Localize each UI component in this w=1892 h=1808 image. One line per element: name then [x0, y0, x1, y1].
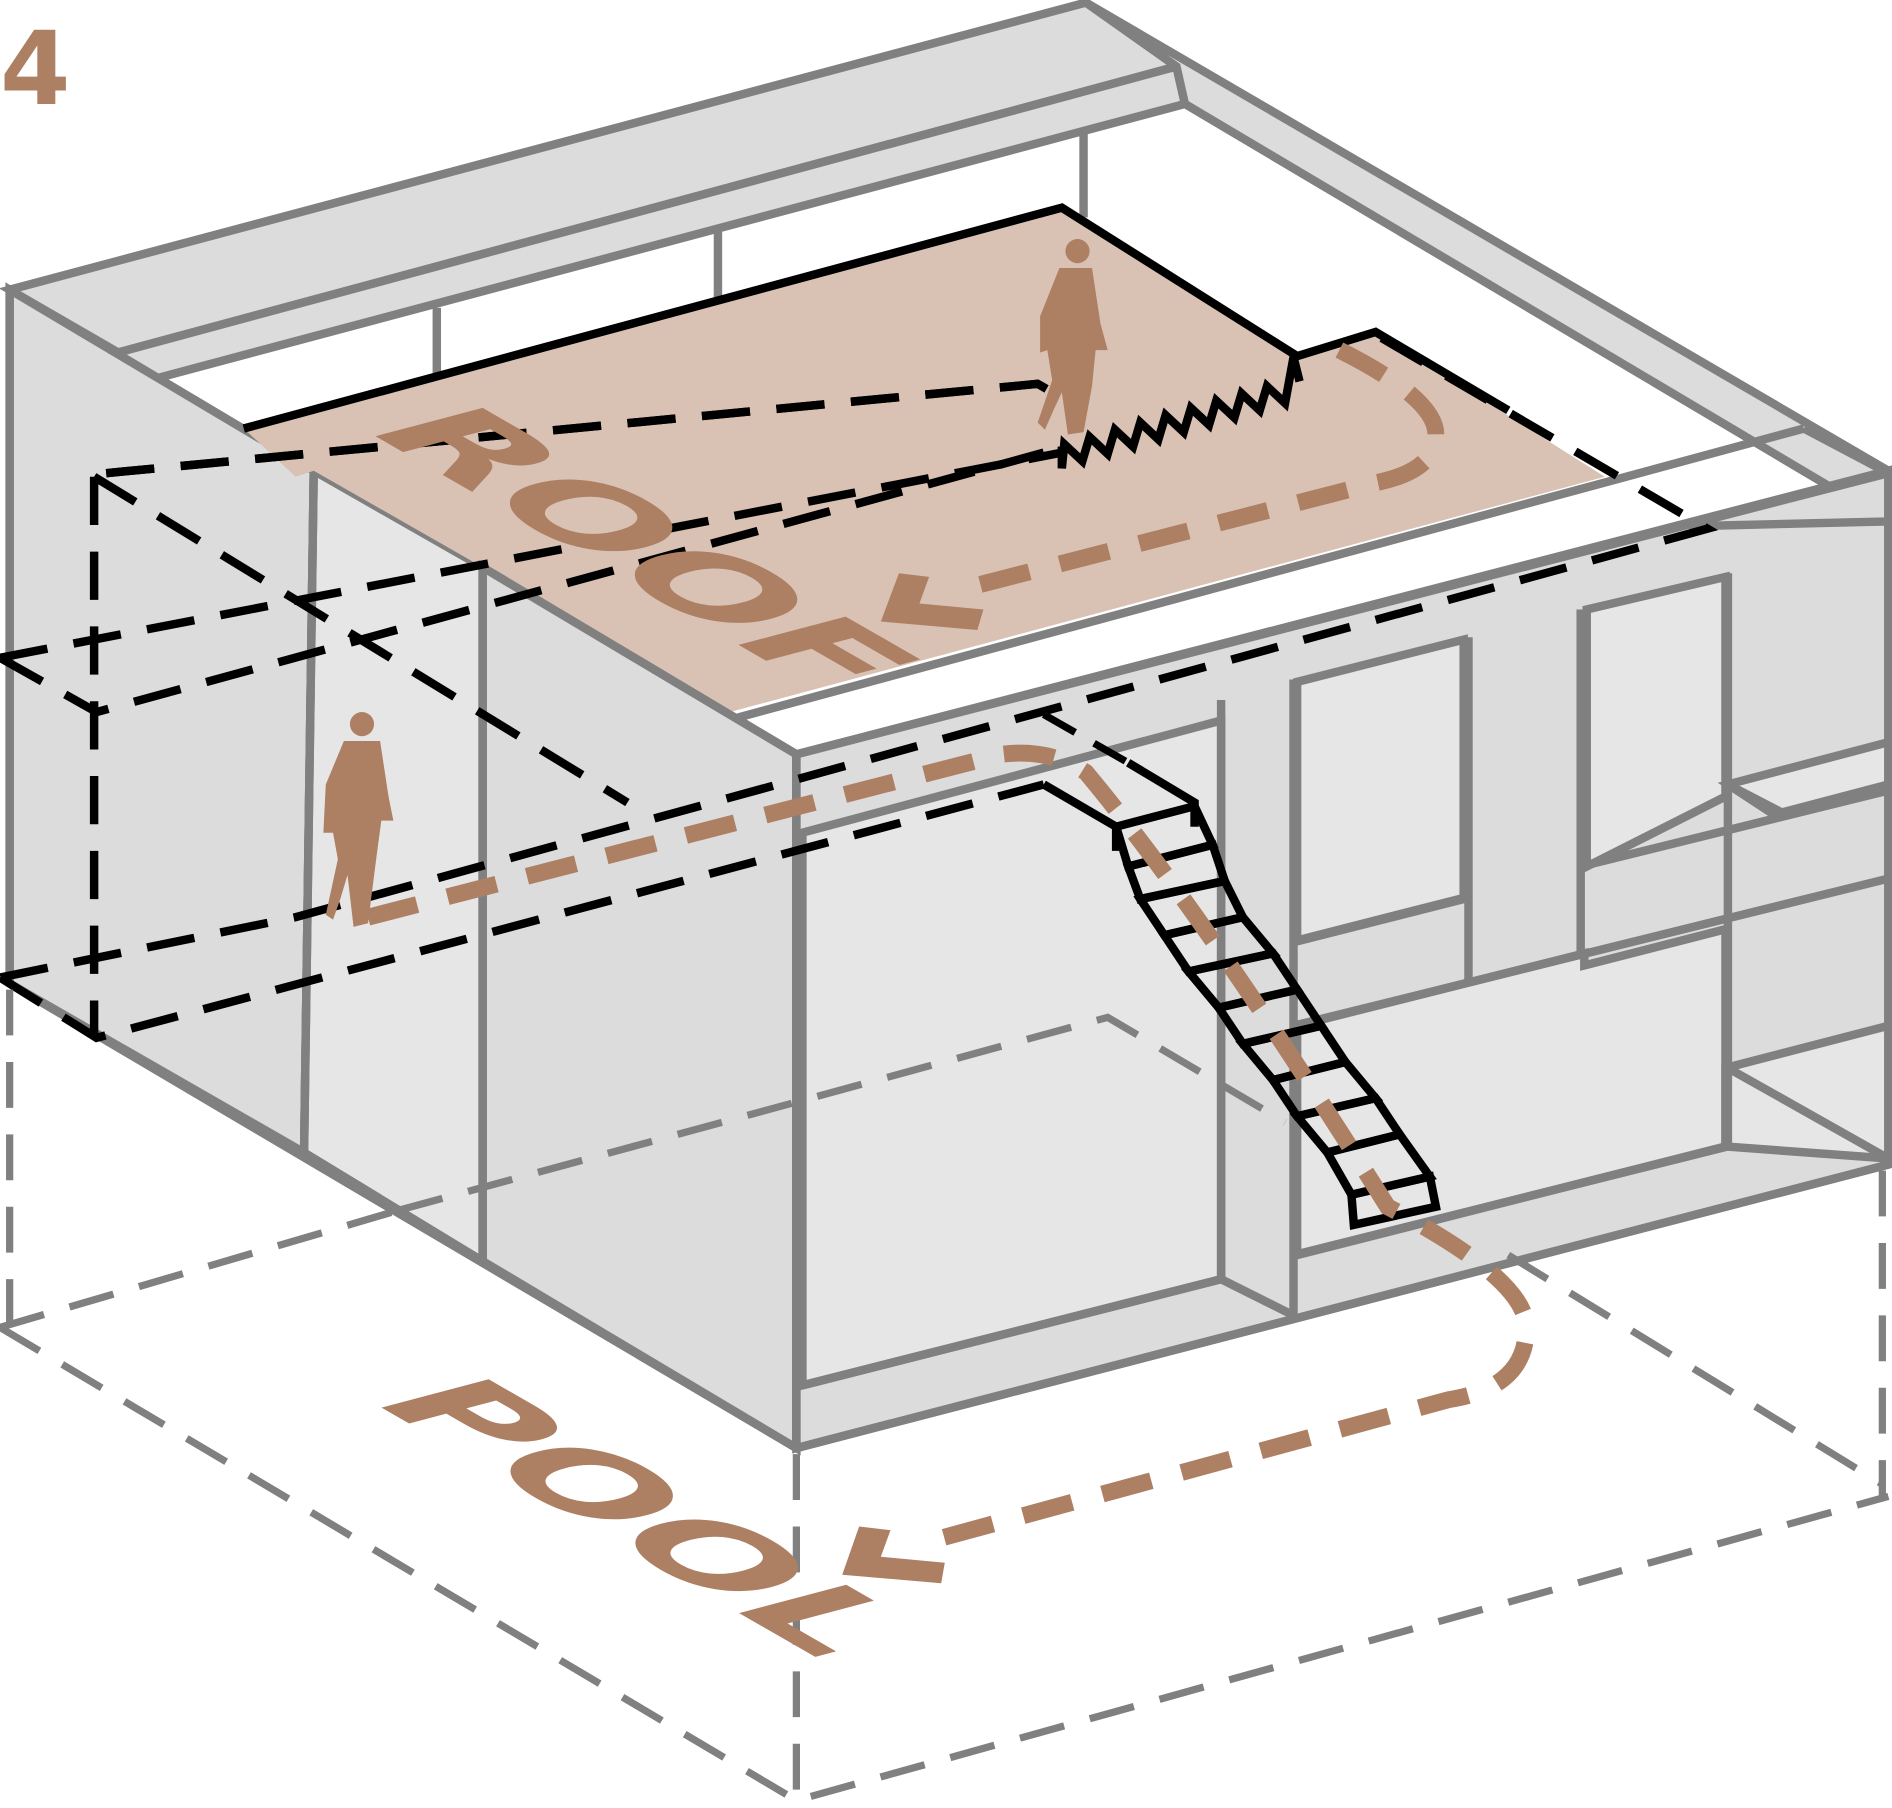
roof-circulation-path: [951, 342, 1445, 600]
roof-surface: [243, 207, 1605, 713]
stair-to-pool-path: [365, 744, 1535, 1553]
roof-stair: [1057, 356, 1304, 469]
person-on-floor-icon: [323, 712, 394, 927]
person-on-roof-icon: [1037, 239, 1108, 435]
dashed-volume-outlines: [0, 334, 1719, 1043]
floor-stair: [1041, 759, 1441, 1231]
pool-outline: [0, 989, 1890, 1805]
building-frame: [0, 0, 1892, 1456]
pool-arrow-icon: [842, 1526, 945, 1584]
roof-arrow-icon: [880, 573, 984, 631]
step-number: 4: [0, 10, 71, 128]
